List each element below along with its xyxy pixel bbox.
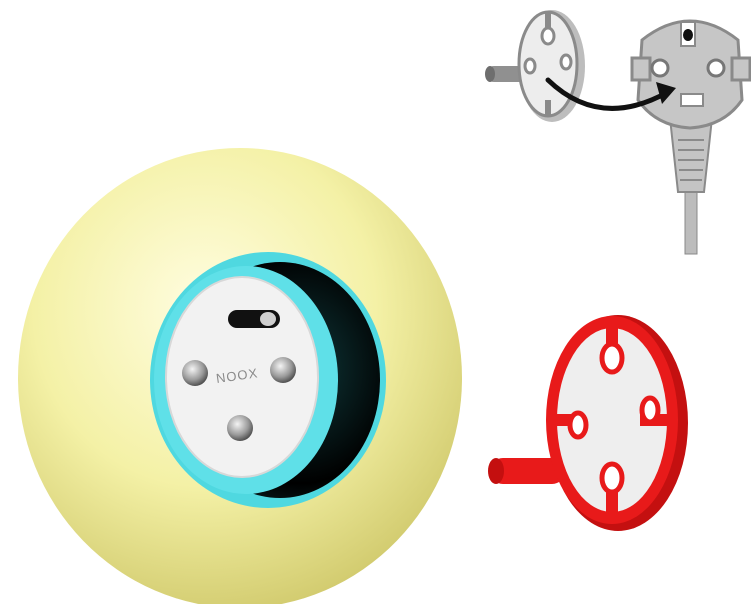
socket-pin-hole-left bbox=[182, 360, 208, 386]
socket-engraving: NOOX bbox=[215, 365, 259, 386]
adapter-pin bbox=[490, 458, 565, 484]
socket-pin-hole-right bbox=[270, 357, 296, 383]
socket-face bbox=[165, 276, 319, 478]
socket-pin-hole-bottom bbox=[227, 415, 253, 441]
